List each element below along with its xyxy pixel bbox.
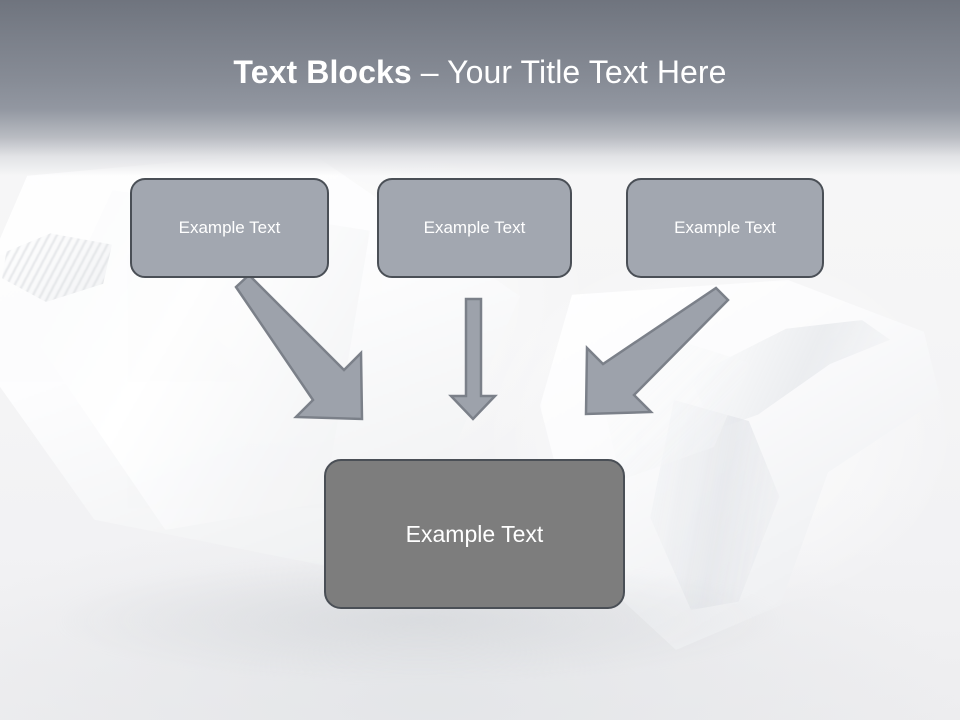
page-title-strong: Text Blocks: [233, 54, 412, 90]
page-title: Text Blocks – Your Title Text Here: [0, 52, 960, 92]
header-gradient-band: [0, 0, 960, 176]
flow-box-top-2[interactable]: Example Text: [377, 178, 572, 278]
page-title-normal: Your Title Text Here: [447, 54, 727, 90]
flow-box-top-1[interactable]: Example Text: [130, 178, 329, 278]
flow-box-bottom[interactable]: Example Text: [324, 459, 625, 609]
flow-box-top-1-label: Example Text: [178, 218, 281, 237]
flow-box-top-2-label: Example Text: [423, 218, 526, 237]
flow-box-bottom-label: Example Text: [405, 520, 544, 547]
flow-box-top-3[interactable]: Example Text: [626, 178, 824, 278]
flow-box-top-3-label: Example Text: [674, 218, 776, 237]
page-title-separator: –: [411, 54, 448, 90]
